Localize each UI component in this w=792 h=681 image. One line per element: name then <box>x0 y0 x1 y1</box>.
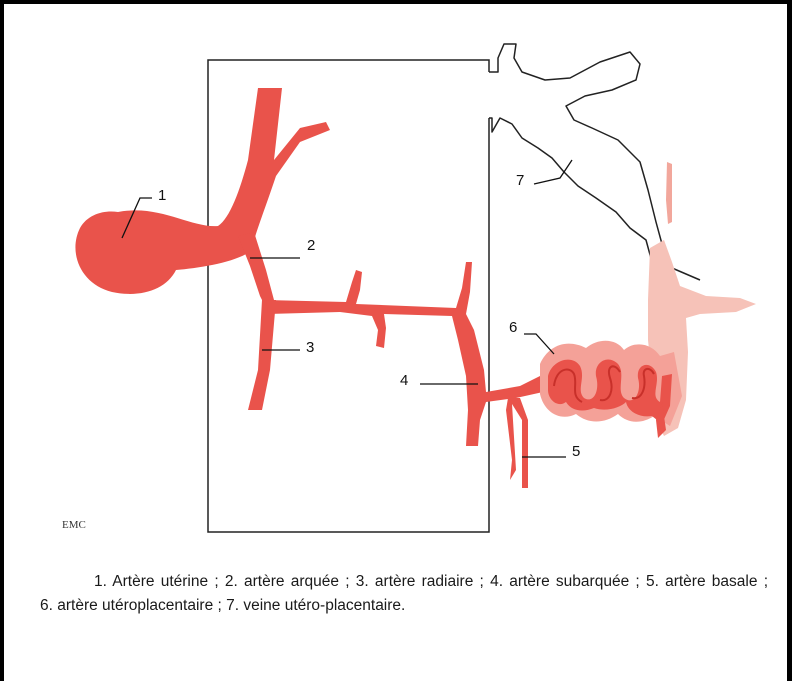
caption-item-2: 2. artère arquée ; <box>225 573 350 590</box>
radial-artery <box>248 300 276 410</box>
label-6: 6 <box>509 319 517 336</box>
caption-item-3: 3. artère radiaire ; <box>356 573 484 590</box>
uteroplacental-vein <box>489 44 700 280</box>
vein-fragment <box>666 162 672 224</box>
caption-item-5: 5. artère basale ; <box>646 573 768 590</box>
label-2: 2 <box>307 237 315 254</box>
basal-artery <box>506 398 528 488</box>
figure-caption: 1. Artère utérine ; 2. artère arquée ; 3… <box>40 570 768 618</box>
label-5: 5 <box>572 443 580 460</box>
caption-item-1: 1. Artère utérine ; <box>94 573 219 590</box>
caption-item-6: 6. artère utéroplacentaire ; <box>40 597 222 614</box>
label-1: 1 <box>158 187 166 204</box>
label-7: 7 <box>516 172 524 189</box>
label-3: 3 <box>306 339 314 356</box>
leader-7 <box>534 160 572 184</box>
caption-item-4: 4. artère subarquée ; <box>490 573 640 590</box>
caption-item-7: 7. veine utéro-placentaire. <box>226 597 405 614</box>
emc-logo: EMC <box>62 519 86 531</box>
uterine-artery <box>75 88 330 294</box>
uteroplacental-vein-inner <box>489 118 652 262</box>
label-4: 4 <box>400 372 408 389</box>
